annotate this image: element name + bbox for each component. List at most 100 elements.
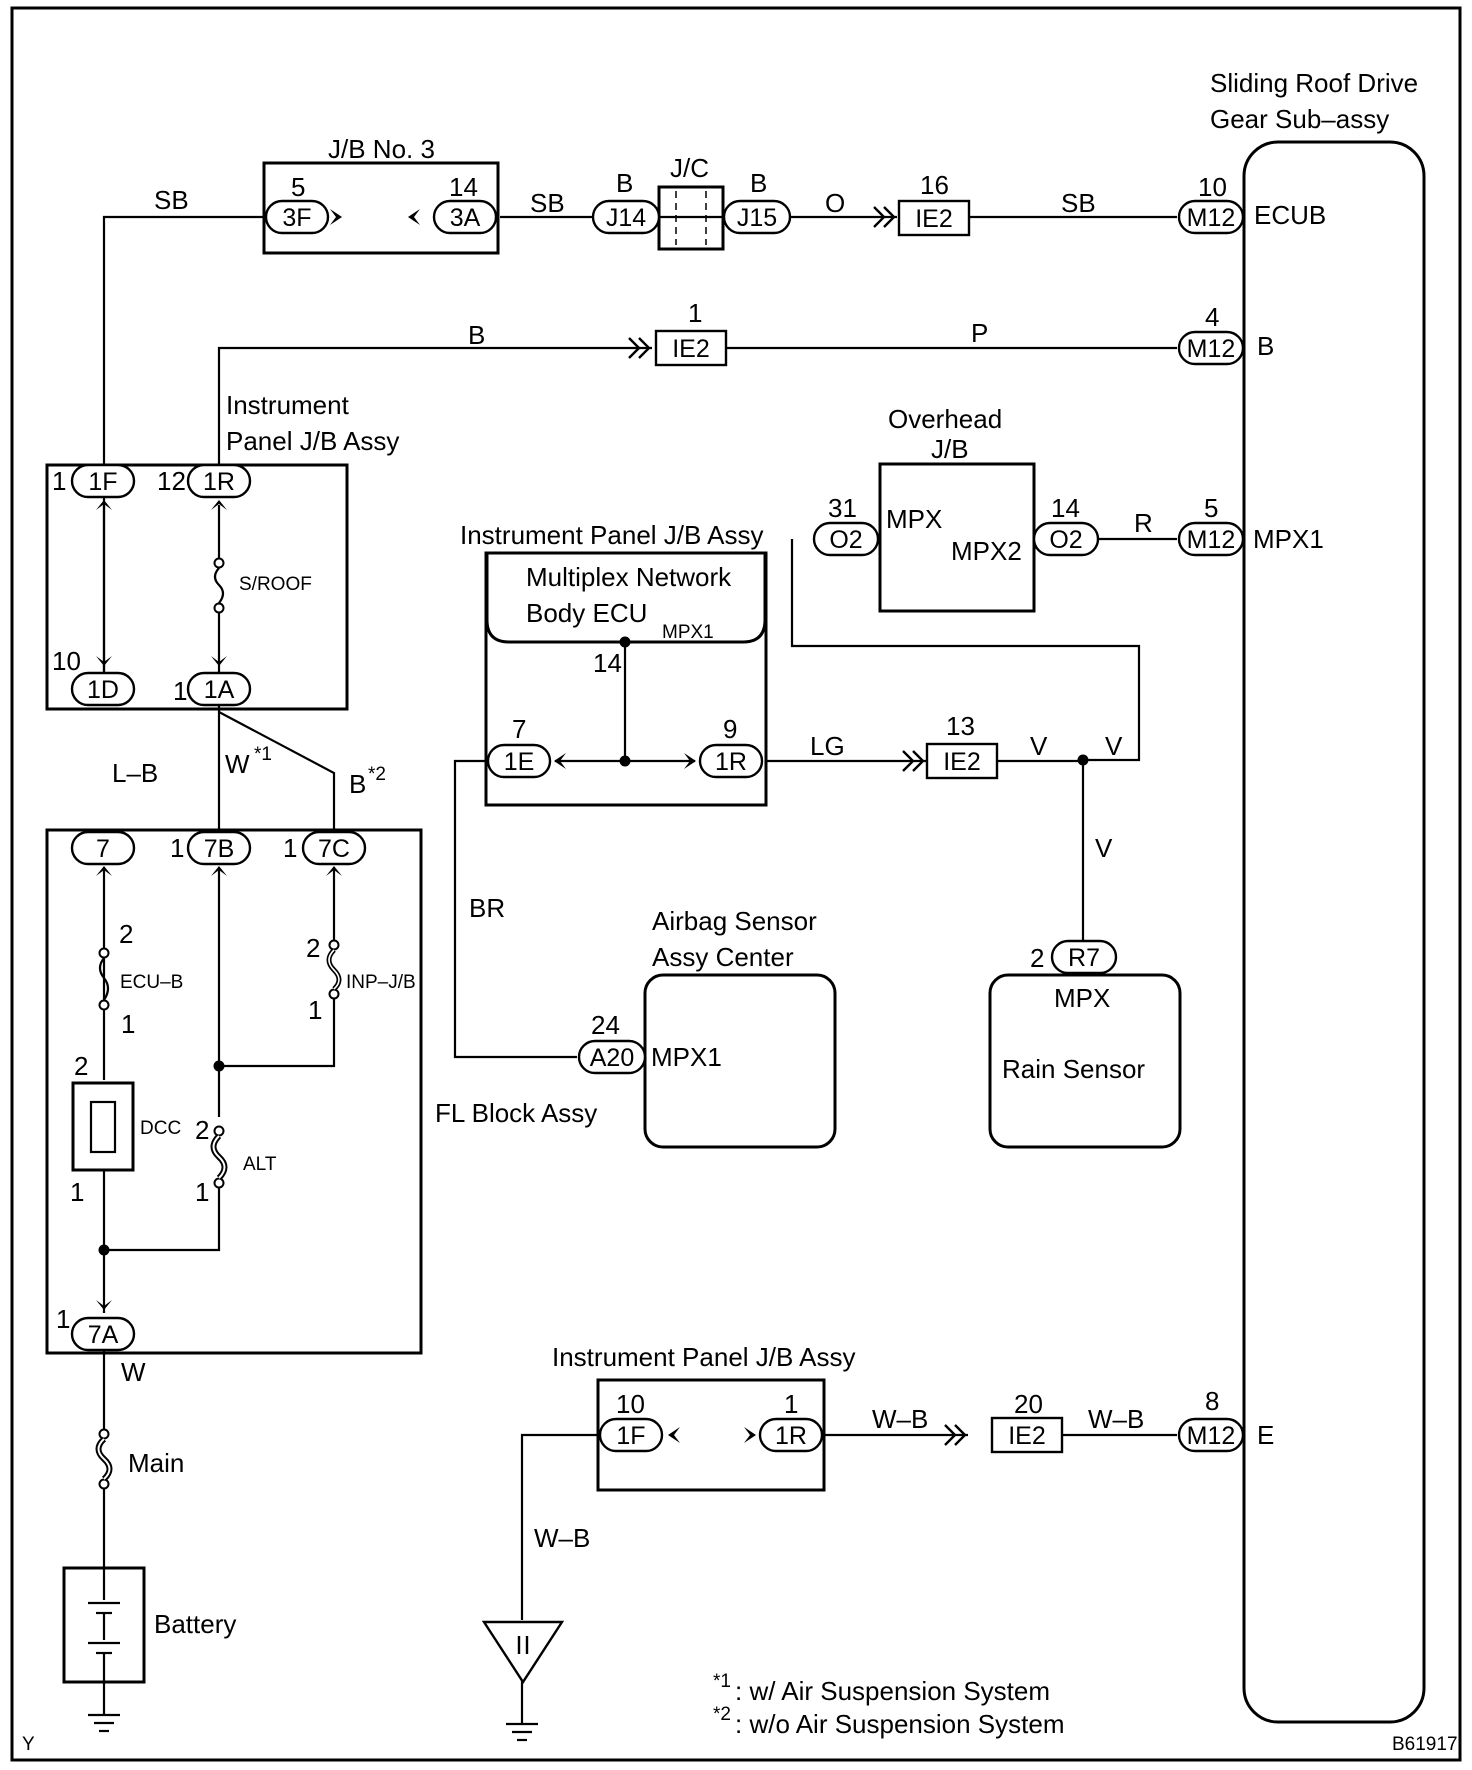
svg-text:O2: O2 bbox=[1049, 526, 1082, 554]
svg-text:4: 4 bbox=[1205, 302, 1219, 332]
svg-text:*1: *1 bbox=[254, 744, 272, 765]
fl-block-box bbox=[45, 828, 423, 1355]
fl-block-title: FL Block Assy bbox=[435, 1098, 597, 1128]
svg-text:SB: SB bbox=[154, 185, 189, 215]
connector-M12-5: M12 bbox=[1177, 521, 1245, 557]
connector-O2-31: O2 bbox=[812, 521, 880, 557]
svg-text:W–B: W–B bbox=[534, 1523, 590, 1553]
svg-text:1A: 1A bbox=[204, 676, 235, 704]
svg-text:O2: O2 bbox=[829, 526, 862, 554]
svg-text:A20: A20 bbox=[590, 1044, 634, 1072]
svg-text:IE2: IE2 bbox=[943, 748, 981, 776]
connector-1A: 1A bbox=[186, 671, 252, 707]
svg-text:M12: M12 bbox=[1187, 1422, 1236, 1450]
connector-1E: 1E bbox=[486, 743, 552, 779]
ip-jb-left-box bbox=[45, 463, 349, 711]
footnote-1-text: : w/ Air Suspension System bbox=[735, 1676, 1050, 1706]
svg-text:O: O bbox=[825, 188, 845, 218]
svg-text:5: 5 bbox=[1204, 493, 1218, 523]
body-ecu-title-1: Multiplex Network bbox=[526, 562, 732, 592]
svg-text:3A: 3A bbox=[450, 204, 481, 232]
pin-numbers: 5 14 B B 16 10 1 4 1 12 10 1 31 14 5 14 … bbox=[52, 168, 1227, 1419]
ground-symbol-body bbox=[506, 1722, 538, 1742]
svg-text:1: 1 bbox=[70, 1177, 84, 1207]
airbag-title-2: Assy Center bbox=[652, 942, 794, 972]
svg-text:1: 1 bbox=[784, 1389, 798, 1419]
svg-text:SB: SB bbox=[530, 188, 565, 218]
dcc-box bbox=[71, 1081, 135, 1172]
svg-text:1R: 1R bbox=[775, 1422, 807, 1450]
svg-text:M12: M12 bbox=[1187, 335, 1236, 363]
sliding-roof-box bbox=[1242, 140, 1426, 1724]
jb3-box bbox=[262, 161, 500, 255]
double-chevrons bbox=[628, 206, 967, 1446]
svg-text:M12: M12 bbox=[1187, 204, 1236, 232]
svg-text:13: 13 bbox=[946, 711, 975, 741]
connector-3F: 3F bbox=[264, 199, 330, 235]
connector-J15: J15 bbox=[722, 199, 792, 235]
ip-jb-left-title-2: Panel J/B Assy bbox=[226, 426, 399, 456]
svg-text:1: 1 bbox=[170, 833, 184, 863]
svg-text:V: V bbox=[1105, 731, 1123, 761]
svg-text:10: 10 bbox=[616, 1389, 645, 1419]
svg-text:2: 2 bbox=[74, 1051, 88, 1081]
jb3-title: J/B No. 3 bbox=[328, 134, 435, 164]
svg-text:1: 1 bbox=[121, 1009, 135, 1039]
footnote-2-mark: *2 bbox=[713, 1704, 731, 1725]
connector-A20: A20 bbox=[577, 1039, 647, 1075]
svg-text:IE2: IE2 bbox=[672, 335, 710, 363]
dcc-element bbox=[89, 1100, 117, 1154]
connector-O2-14: O2 bbox=[1032, 521, 1100, 557]
battery-cell-symbol bbox=[88, 1568, 120, 1682]
svg-text:12: 12 bbox=[157, 466, 186, 496]
svg-text:20: 20 bbox=[1014, 1389, 1043, 1419]
ip-jb-left-title-1: Instrument bbox=[226, 390, 350, 420]
body-ecu-pin: MPX1 bbox=[662, 622, 714, 643]
pin-ecub: ECUB bbox=[1254, 200, 1326, 230]
connector-M12-8: M12 bbox=[1177, 1417, 1245, 1453]
svg-text:IE2: IE2 bbox=[1008, 1422, 1046, 1450]
svg-text:1R: 1R bbox=[203, 468, 235, 496]
footnote-2-text: : w/o Air Suspension System bbox=[735, 1709, 1064, 1739]
svg-text:7: 7 bbox=[512, 714, 526, 744]
svg-text:1F: 1F bbox=[88, 468, 117, 496]
ip-jb-mid-title: Instrument Panel J/B Assy bbox=[460, 520, 763, 550]
connector-M12-10: M12 bbox=[1177, 199, 1245, 235]
dcc-label: DCC bbox=[140, 1118, 181, 1139]
svg-text:L–B: L–B bbox=[112, 758, 158, 788]
svg-text:*2: *2 bbox=[368, 764, 386, 785]
connector-7B: 7B bbox=[186, 830, 252, 866]
fuse-ecub-icon bbox=[98, 947, 110, 1011]
rain-sensor-pin: MPX bbox=[1054, 983, 1110, 1013]
footnote-1-mark: *1 bbox=[713, 1671, 731, 1692]
connector-M12-4: M12 bbox=[1177, 330, 1245, 366]
connector-IE2-13: IE2 bbox=[925, 742, 999, 780]
connector-1R-bottom: 1R bbox=[758, 1417, 824, 1453]
ip-jb-bottom-title: Instrument Panel J/B Assy bbox=[552, 1342, 855, 1372]
svg-text:7: 7 bbox=[96, 835, 110, 863]
battery-label: Battery bbox=[154, 1609, 236, 1639]
svg-text:16: 16 bbox=[920, 170, 949, 200]
ground-symbol-battery bbox=[88, 1713, 120, 1733]
svg-text:1: 1 bbox=[308, 995, 322, 1025]
svg-text:1: 1 bbox=[52, 466, 66, 496]
svg-text:W–B: W–B bbox=[872, 1404, 928, 1434]
connector-IE2-20: IE2 bbox=[990, 1416, 1064, 1454]
connector-1R: 1R bbox=[186, 463, 252, 499]
fuse-inpjb-icon bbox=[326, 939, 342, 1000]
svg-text:14: 14 bbox=[593, 648, 622, 678]
svg-text:1: 1 bbox=[195, 1177, 209, 1207]
overhead-jb-title-1: Overhead bbox=[888, 404, 1002, 434]
jc-internal-dashes bbox=[659, 191, 723, 245]
svg-text:1R: 1R bbox=[715, 748, 747, 776]
svg-text:V: V bbox=[1095, 833, 1113, 863]
svg-text:1: 1 bbox=[173, 676, 187, 706]
pin-e: E bbox=[1257, 1420, 1274, 1450]
connector-7A: 7A bbox=[70, 1316, 136, 1352]
sliding-roof-title-2: Gear Sub–assy bbox=[1210, 104, 1389, 134]
connector-1R-ecu: 1R bbox=[698, 743, 764, 779]
junction-dots bbox=[98, 636, 1089, 1256]
jc-title: J/C bbox=[670, 153, 709, 183]
svg-text:BR: BR bbox=[469, 893, 505, 923]
